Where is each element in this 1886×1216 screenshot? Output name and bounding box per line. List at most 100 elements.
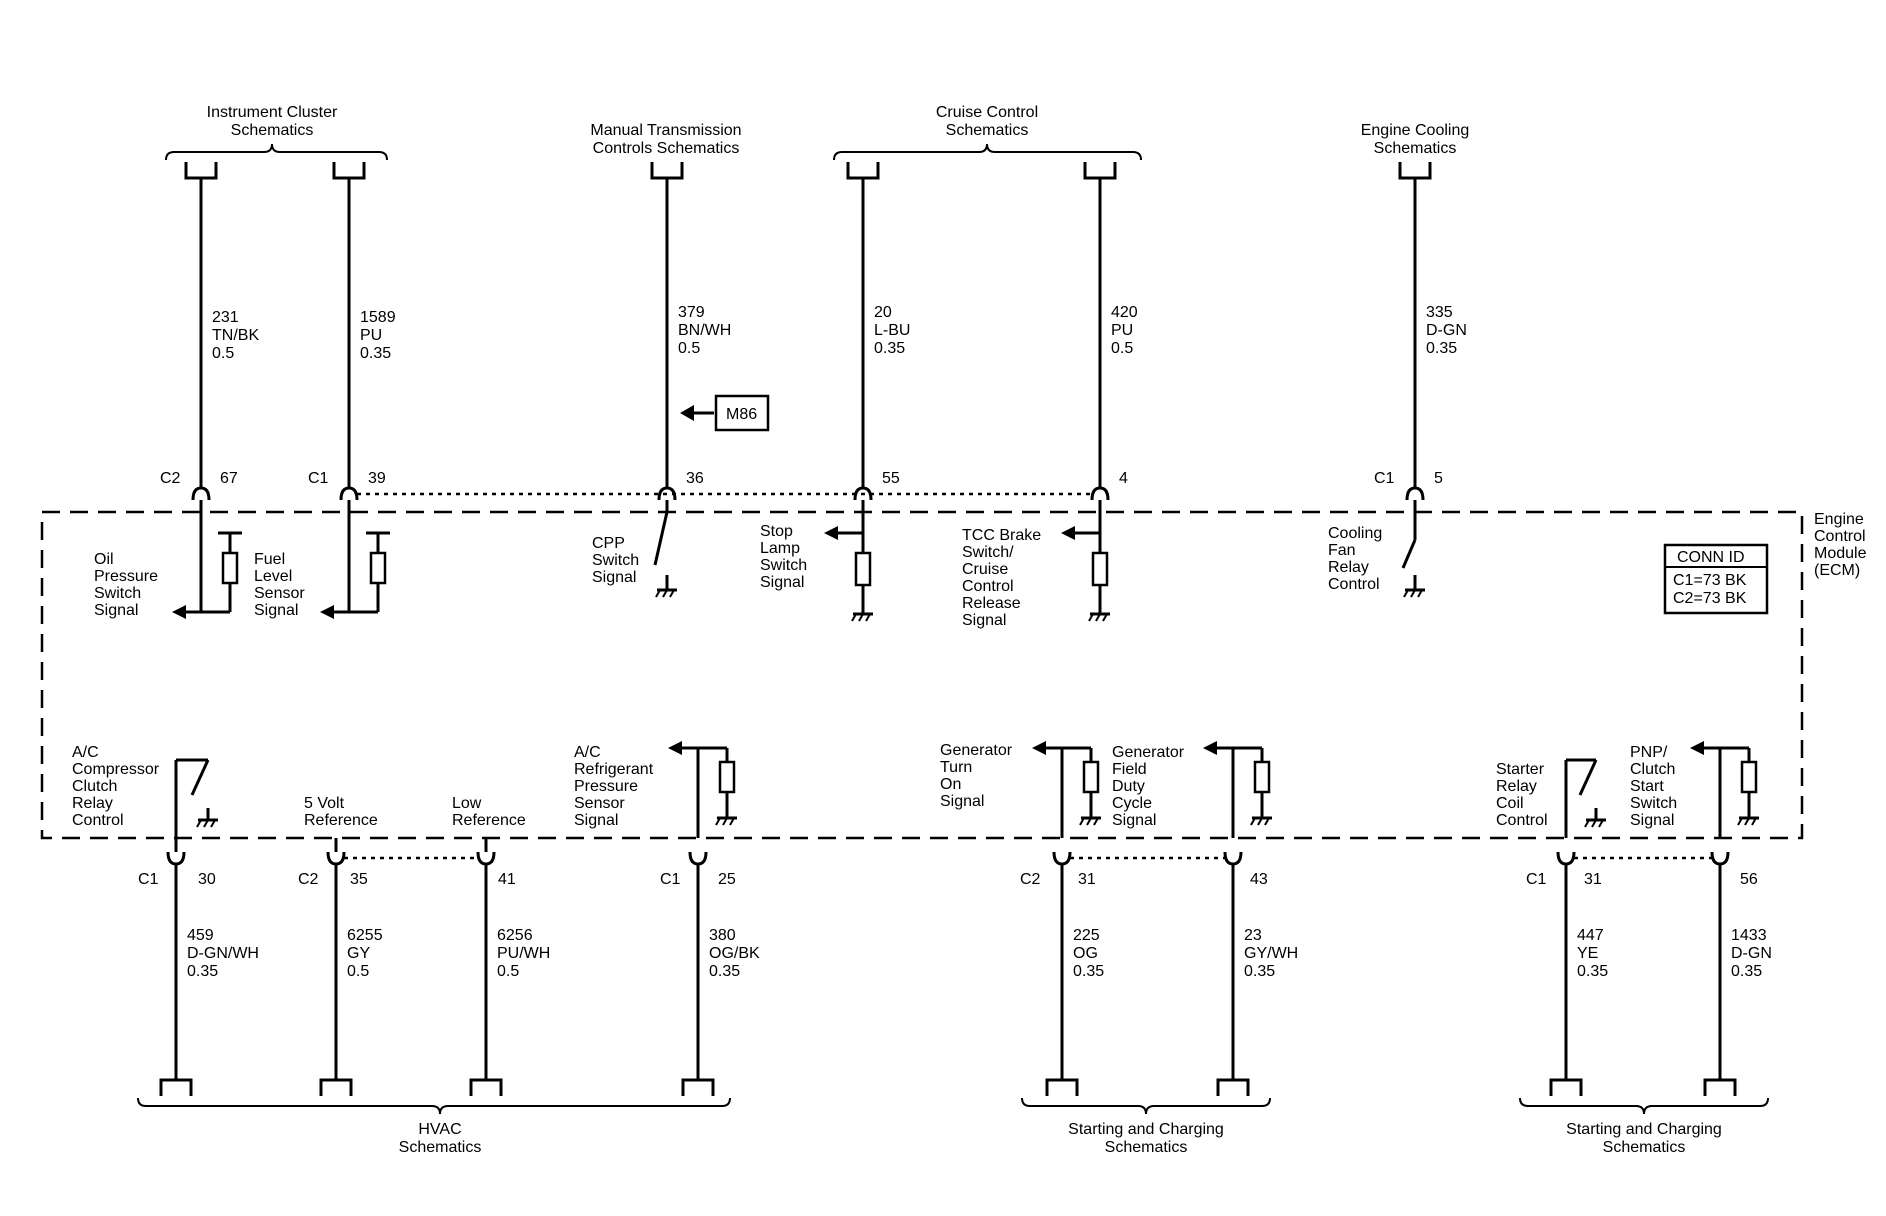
ecm-module-boundary — [40, 510, 1804, 840]
svg-text:Release: Release — [962, 595, 1021, 612]
svg-text:Clutch: Clutch — [1630, 761, 1675, 778]
svg-text:YE: YE — [1577, 945, 1598, 962]
svg-text:5: 5 — [1434, 470, 1443, 487]
svg-text:Signal: Signal — [940, 793, 984, 810]
svg-text:TCC Brake: TCC Brake — [962, 527, 1041, 544]
svg-text:Schematics: Schematics — [1374, 140, 1457, 157]
svg-text:Signal: Signal — [574, 812, 618, 829]
svg-text:420: 420 — [1111, 304, 1138, 321]
svg-text:Module: Module — [1814, 545, 1867, 562]
svg-text:56: 56 — [1740, 871, 1758, 888]
svg-text:380: 380 — [709, 927, 736, 944]
svg-text:Schematics: Schematics — [1603, 1139, 1686, 1156]
svg-text:Schematics: Schematics — [946, 122, 1029, 139]
svg-text:Generator: Generator — [940, 742, 1013, 759]
svg-text:447: 447 — [1577, 927, 1604, 944]
svg-text:On: On — [940, 776, 961, 793]
svg-text:Switch/: Switch/ — [962, 544, 1014, 561]
svg-text:Signal: Signal — [760, 574, 804, 591]
svg-text:PU: PU — [360, 327, 382, 344]
svg-text:4: 4 — [1119, 470, 1128, 487]
svg-text:Engine Cooling: Engine Cooling — [1361, 122, 1470, 139]
svg-text:TN/BK: TN/BK — [212, 327, 259, 344]
svg-text:Control: Control — [1496, 812, 1548, 829]
svg-text:Signal: Signal — [962, 612, 1006, 629]
svg-text:30: 30 — [198, 871, 216, 888]
svg-text:0.35: 0.35 — [709, 963, 740, 980]
svg-text:0.35: 0.35 — [360, 345, 391, 362]
svg-text:31: 31 — [1078, 871, 1096, 888]
bottom-terminals — [159, 1078, 1737, 1096]
svg-text:Switch: Switch — [592, 552, 639, 569]
svg-text:Compressor: Compressor — [72, 761, 160, 778]
svg-text:Start: Start — [1630, 778, 1664, 795]
wire-6255: C2 35 6255 GY 0.5 — [298, 838, 383, 1080]
svg-text:Controls Schematics: Controls Schematics — [593, 140, 740, 157]
svg-text:C2: C2 — [298, 871, 319, 888]
svg-text:0.35: 0.35 — [1731, 963, 1762, 980]
svg-text:Field: Field — [1112, 761, 1147, 778]
svg-text:Switch: Switch — [760, 557, 807, 574]
svg-text:Fan: Fan — [1328, 542, 1356, 559]
reference-labels: 5 Volt Reference Low Reference — [304, 795, 526, 829]
svg-text:Signal: Signal — [592, 569, 636, 586]
svg-text:C2: C2 — [160, 470, 181, 487]
svg-text:225: 225 — [1073, 927, 1100, 944]
wire-23: 43 23 GY/WH 0.35 — [1223, 851, 1298, 1080]
svg-text:Manual Transmission: Manual Transmission — [590, 122, 741, 139]
conn-id-c2: C2=73 BK — [1673, 590, 1747, 607]
svg-text:0.35: 0.35 — [874, 340, 905, 357]
svg-text:231: 231 — [212, 309, 239, 326]
svg-text:Cruise Control: Cruise Control — [936, 104, 1038, 121]
svg-text:Schematics: Schematics — [1105, 1139, 1188, 1156]
wire-447: C1 31 447 YE 0.35 — [1526, 851, 1608, 1080]
ac-refrigerant-circuit: A/C Refrigerant Pressure Sensor Signal — [574, 741, 737, 838]
conn-id-c1: C1=73 BK — [1673, 572, 1747, 589]
svg-text:(ECM): (ECM) — [1814, 562, 1860, 579]
cooling-fan-circuit: Cooling Fan Relay Control — [1328, 522, 1425, 598]
oil-pressure-circuit: Oil Pressure Switch Signal — [94, 531, 242, 619]
svg-text:35: 35 — [350, 871, 368, 888]
wire-20: 20 L-BU 0.35 55 — [853, 178, 910, 553]
stop-lamp-circuit: Stop Lamp Switch Signal — [760, 512, 873, 622]
svg-text:L-BU: L-BU — [874, 322, 910, 339]
svg-text:Pressure: Pressure — [574, 778, 638, 795]
m86-reference: M86 — [680, 394, 770, 432]
svg-text:39: 39 — [368, 470, 386, 487]
svg-text:C2: C2 — [1020, 871, 1041, 888]
wire-380: C1 25 380 OG/BK 0.35 — [660, 851, 760, 1080]
svg-text:0.5: 0.5 — [212, 345, 234, 362]
svg-text:Stop: Stop — [760, 523, 793, 540]
svg-text:A/C: A/C — [574, 744, 601, 761]
svg-text:HVAC: HVAC — [418, 1121, 461, 1138]
top-group-engine-cooling: Engine Cooling Schematics — [1361, 122, 1470, 180]
svg-text:Engine: Engine — [1814, 511, 1864, 528]
wire-225: C2 31 225 OG 0.35 — [1020, 851, 1104, 1080]
svg-text:Control: Control — [1328, 576, 1380, 593]
svg-text:Signal: Signal — [94, 602, 138, 619]
wire-231: 231 TN/BK 0.5 C2 67 — [160, 178, 259, 612]
svg-text:67: 67 — [220, 470, 238, 487]
svg-text:A/C: A/C — [72, 744, 99, 761]
svg-text:31: 31 — [1584, 871, 1602, 888]
svg-text:Instrument Cluster: Instrument Cluster — [207, 104, 338, 121]
ecm-module-label: Engine Control Module (ECM) — [1814, 511, 1867, 579]
svg-text:0.35: 0.35 — [1426, 340, 1457, 357]
cpp-switch-circuit: CPP Switch Signal — [592, 511, 677, 598]
svg-text:C1: C1 — [1374, 470, 1395, 487]
svg-text:OG: OG — [1073, 945, 1098, 962]
svg-text:M86: M86 — [726, 406, 757, 423]
bottom-group-hvac: HVAC Schematics — [137, 1097, 731, 1156]
svg-text:Control: Control — [1814, 528, 1866, 545]
svg-text:Duty: Duty — [1112, 778, 1145, 795]
svg-text:Sensor: Sensor — [574, 795, 625, 812]
svg-text:0.5: 0.5 — [347, 963, 369, 980]
bottom-group-starting-charging-2: Starting and Charging Schematics — [1519, 1097, 1769, 1156]
svg-text:D-GN: D-GN — [1426, 322, 1467, 339]
svg-text:1589: 1589 — [360, 309, 396, 326]
starter-relay-circuit: Starter Relay Coil Control — [1496, 758, 1606, 838]
svg-text:Generator: Generator — [1112, 744, 1185, 761]
svg-text:Turn: Turn — [940, 759, 972, 776]
svg-text:0.35: 0.35 — [1244, 963, 1275, 980]
svg-text:0.5: 0.5 — [497, 963, 519, 980]
